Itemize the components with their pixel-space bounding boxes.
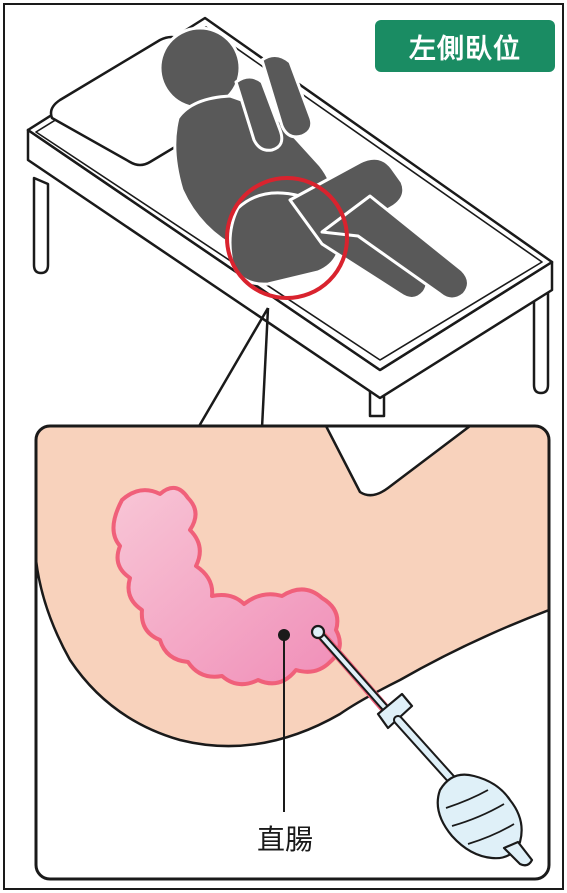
detail-panel [36,426,549,879]
position-badge: 左側臥位 [375,20,555,72]
rectum-label: 直腸 [230,818,340,858]
